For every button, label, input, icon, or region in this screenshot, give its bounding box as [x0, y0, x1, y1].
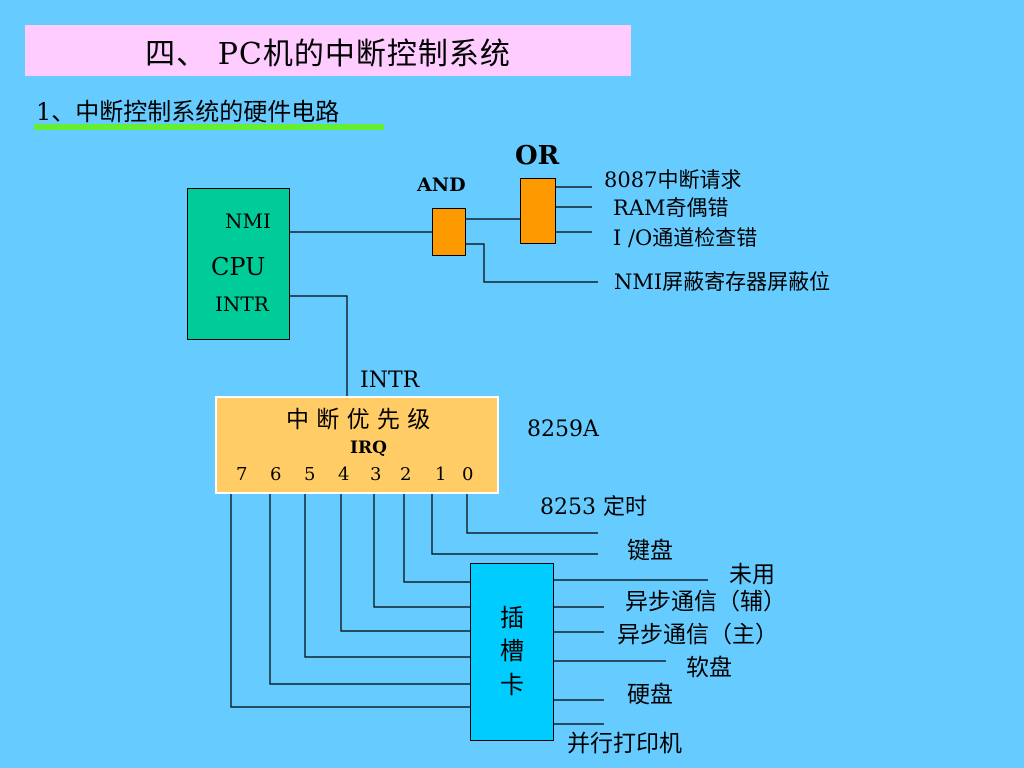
cpu-intr-pin: INTR	[215, 292, 269, 316]
cpu-box	[187, 188, 290, 340]
irq5-wire	[304, 494, 470, 658]
or-label: OR	[515, 141, 560, 171]
irq-pin-6: 6	[270, 464, 282, 485]
device-keyboard: 键盘	[627, 538, 673, 564]
mask-wire	[466, 243, 598, 283]
intr-label: INTR	[360, 368, 420, 393]
irq0-wire	[466, 494, 598, 534]
device-timer: 8253 定时	[540, 495, 647, 520]
cpu-nmi-pin: NMI	[225, 209, 271, 233]
irq2-wire	[403, 494, 470, 583]
irq-pin-5: 5	[304, 464, 316, 485]
irq-pin-1: 1	[435, 464, 447, 485]
cpu-label: CPU	[211, 253, 266, 281]
device-printer: 并行打印机	[567, 731, 682, 757]
irq-pin-2: 2	[400, 464, 412, 485]
nmi-source-8087: 8087中断请求	[604, 168, 742, 192]
nmi-mask-bit: NMI屏蔽寄存器屏蔽位	[614, 270, 831, 294]
device-floppy: 软盘	[686, 655, 732, 681]
device-com-main: 异步通信（主）	[617, 622, 778, 648]
device-harddisk: 硬盘	[627, 682, 673, 708]
intr-wire	[290, 295, 348, 396]
subtitle-underline	[34, 124, 384, 130]
pic-chip-label: 8259A	[527, 417, 599, 442]
nmi-source-ram: RAM奇偶错	[613, 196, 729, 220]
or-gate	[520, 178, 556, 244]
device-unused: 未用	[729, 562, 775, 588]
irq7-wire	[230, 494, 470, 708]
irq-pin-3: 3	[370, 464, 382, 485]
pic-irq-label: IRQ	[350, 438, 387, 458]
irq-pin-7: 7	[236, 464, 248, 485]
and-gate	[432, 208, 466, 256]
slot-card-box: 插槽卡	[470, 563, 554, 741]
nmi-source-io: I /O通道检查错	[613, 226, 758, 250]
irq-pin-4: 4	[338, 464, 350, 485]
pic-priority-title: 中 断 优 先 级	[286, 407, 431, 433]
slot-card-label: 插槽卡	[500, 603, 524, 699]
irq4-wire	[340, 494, 470, 632]
irq1-wire	[431, 494, 598, 555]
irq6-wire	[269, 494, 470, 685]
and-label: AND	[417, 174, 466, 196]
irq-pin-0: 0	[462, 464, 474, 485]
page-title: 四、 PC机的中断控制系统	[25, 25, 631, 76]
irq3-wire	[373, 494, 470, 608]
device-com-aux: 异步通信（辅）	[625, 589, 786, 615]
pic-8259a-box	[215, 396, 499, 494]
section-subtitle: 1、中断控制系统的硬件电路	[36, 98, 340, 126]
